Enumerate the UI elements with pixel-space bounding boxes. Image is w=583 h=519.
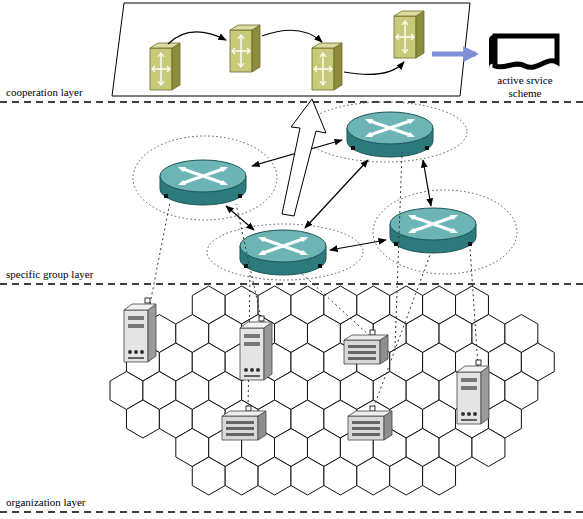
layer-label: cooperation layer [4,86,85,99]
aggregation-arrow [282,99,326,216]
document-shape [485,30,565,74]
routers [160,112,476,275]
document-curl [489,35,497,68]
hex-cell [324,457,357,495]
organization-servers [124,304,489,440]
hex-cell [258,457,291,495]
hex-cell [390,457,423,495]
hex-grid [110,286,554,495]
hex-cell [192,457,225,495]
layer-label: specific group layer [4,268,95,281]
cooperation-servers [150,11,424,90]
hex-cell [472,429,505,467]
cooperation-frame [112,3,470,96]
cooperation-arrows [168,30,404,74]
node-caption: active srvice scheme [478,74,572,100]
layer-label-text: cooperation layer [6,86,83,98]
hex-cell [126,400,159,438]
layer-label-text: organization layer [6,496,86,508]
layer-separator [0,102,583,512]
layer-label-text: specific group layer [6,268,93,280]
layer-label: organization layer [4,496,88,509]
group-clouds [133,102,517,280]
hex-cell [423,457,456,495]
output-arrow [432,52,476,57]
document-outline [495,36,557,67]
hex-cell [291,457,324,495]
terminal-squares [145,298,481,411]
membership-lines [150,152,478,412]
hex-cell [357,457,390,495]
document-node: active srvice scheme [478,30,572,104]
hex-cell [225,457,258,495]
